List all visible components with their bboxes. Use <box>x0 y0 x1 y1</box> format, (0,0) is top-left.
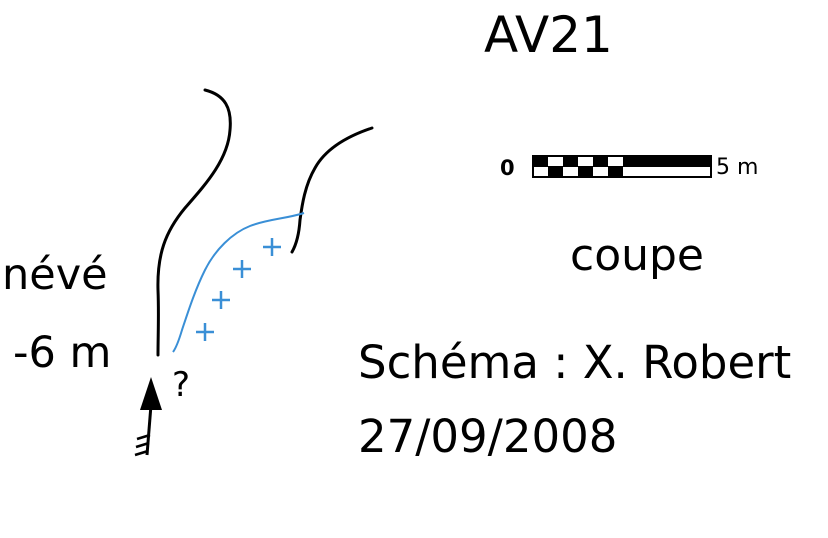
snow-cross-2 <box>233 260 251 278</box>
snow-cross-4 <box>196 323 214 341</box>
view-type-label: coupe <box>570 230 704 281</box>
left-wall-line <box>156 88 232 357</box>
arrow-up-icon <box>134 377 162 457</box>
snow-fill-symbols <box>196 238 281 341</box>
unknown-continuation-mark: ? <box>172 365 191 405</box>
right-wall-line <box>290 126 374 254</box>
scale-start-label: 0 <box>500 156 515 180</box>
author-credit: Schéma : X. Robert <box>358 336 792 389</box>
scale-bar <box>532 155 712 178</box>
depth-label: -6 m <box>13 328 112 378</box>
scale-end-label: 5 m <box>716 155 759 180</box>
snow-cross-3 <box>212 291 230 309</box>
snow-surface-line <box>172 212 305 353</box>
snow-label: névé <box>2 250 108 300</box>
cave-name-title: AV21 <box>484 6 613 64</box>
survey-date: 27/09/2008 <box>358 410 618 463</box>
scale-bar-checkers <box>533 156 711 177</box>
snow-cross-1 <box>263 238 281 256</box>
